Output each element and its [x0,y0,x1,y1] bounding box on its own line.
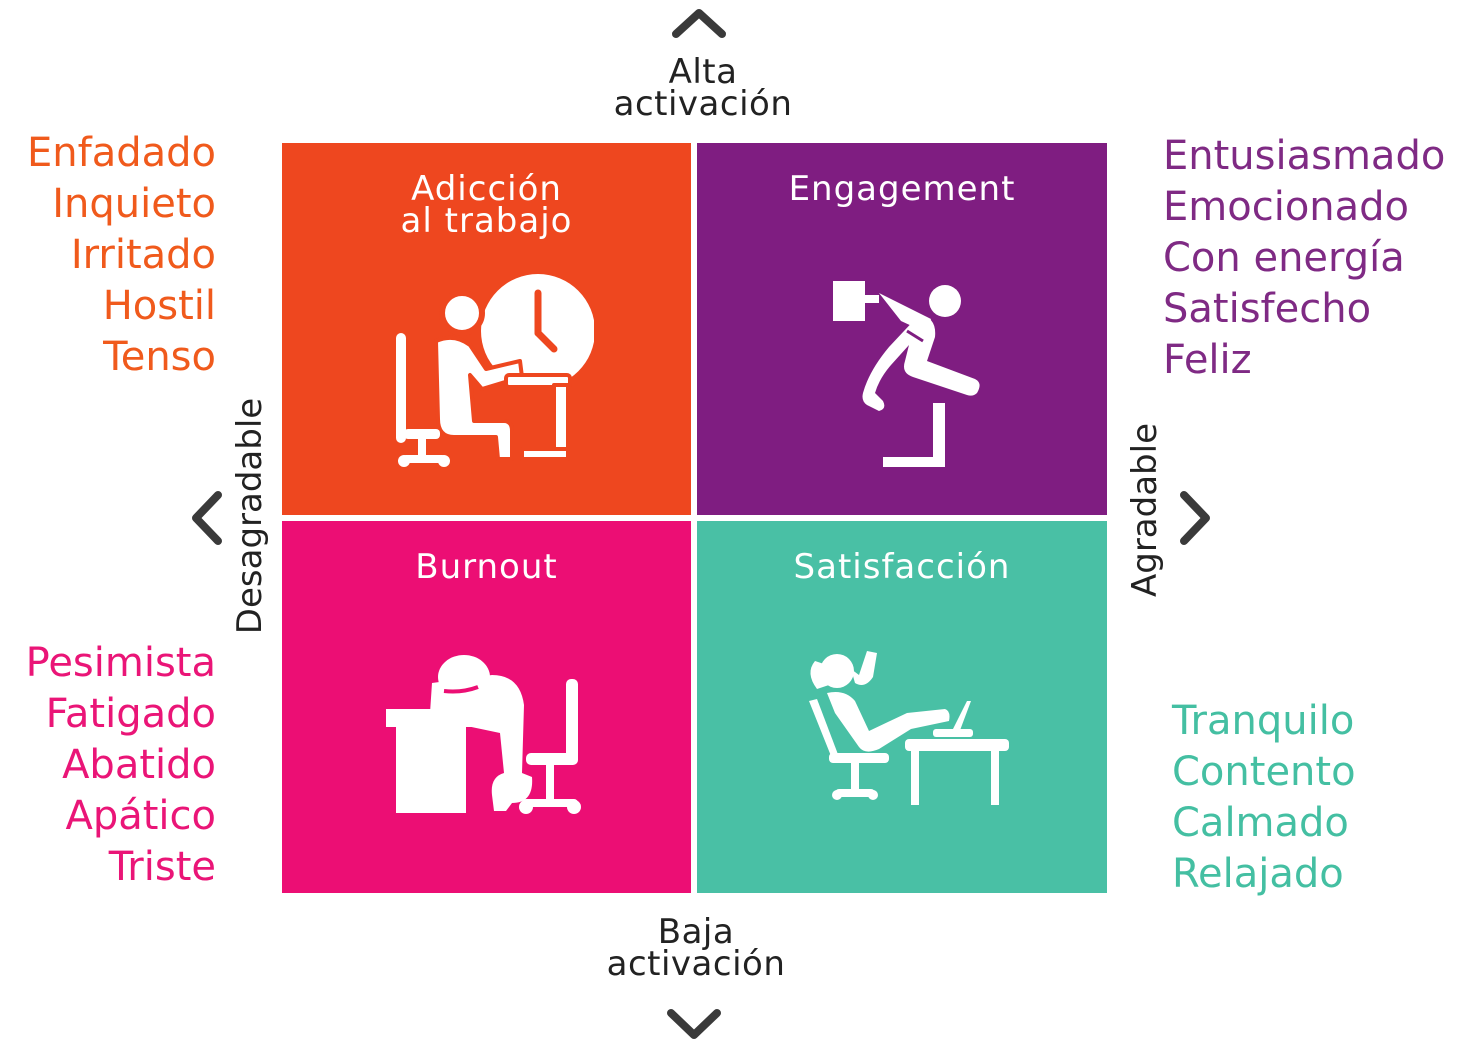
emotion-label: Feliz [1163,337,1252,383]
quadrant-title: Engagement [788,169,1016,209]
relaxed-person-feet-on-desk-icon [809,651,1009,805]
axis-label-unpleasant: Desagradable [230,397,270,635]
chevron-left-icon [192,491,222,545]
chevron-down-icon [667,1009,721,1039]
emotion-label: Inquieto [52,181,216,227]
quadrant-work-addiction: Adicción al trabajo [282,143,691,515]
emotion-list-unpleasant-high: Enfadado Inquieto Irritado Hostil Tenso [0,128,216,383]
exhausted-person-head-on-desk-icon [386,655,581,814]
chevron-up-icon [672,9,726,38]
emotion-list-pleasant-low: Tranquilo Contento Calmado Relajado [1172,696,1356,900]
emotion-label: Tenso [103,334,216,380]
emotion-label: Triste [108,844,216,890]
emotion-label: Contento [1172,749,1356,795]
emotion-label: Abatido [62,742,216,788]
quadrant-title: Adicción al trabajo [400,169,573,241]
emotion-list-unpleasant-low: Pesimista Fatigado Abatido Apático Trist… [0,638,216,893]
emotion-label: Tranquilo [1172,698,1355,744]
worker-at-desk-with-clock-icon [396,274,594,467]
emotion-label: Pesimista [25,640,216,686]
quadrant-title: Burnout [415,547,558,587]
emotion-list-pleasant-high: Entusiasmado Emocionado Con energía Sati… [1163,131,1445,386]
emotion-label: Satisfecho [1163,286,1372,332]
axis-label-low-activation: Baja activación [606,912,786,984]
quadrant-burnout: Burnout [282,521,691,893]
emotion-label: Apático [65,793,216,839]
axis-label-pleasant: Agradable [1125,422,1165,598]
quadrant-title: Satisfacción [793,547,1011,587]
person-leaping-with-briefcase-icon [833,281,980,467]
axis-label-high-activation: Alta activación [613,52,793,124]
emotion-label: Fatigado [45,691,216,737]
emotion-label: Enfadado [27,130,216,176]
emotion-label: Irritado [70,232,216,278]
emotion-label: Con energía [1163,235,1405,281]
emotion-label: Relajado [1172,851,1344,897]
quadrant-engagement: Engagement [697,143,1107,515]
quadrant-satisfaction: Satisfacción [697,521,1107,893]
emotion-label: Calmado [1172,800,1349,846]
emotion-label: Emocionado [1163,184,1410,230]
emotion-label: Entusiasmado [1163,133,1446,179]
chevron-right-icon [1180,491,1210,545]
emotion-label: Hostil [102,283,216,329]
